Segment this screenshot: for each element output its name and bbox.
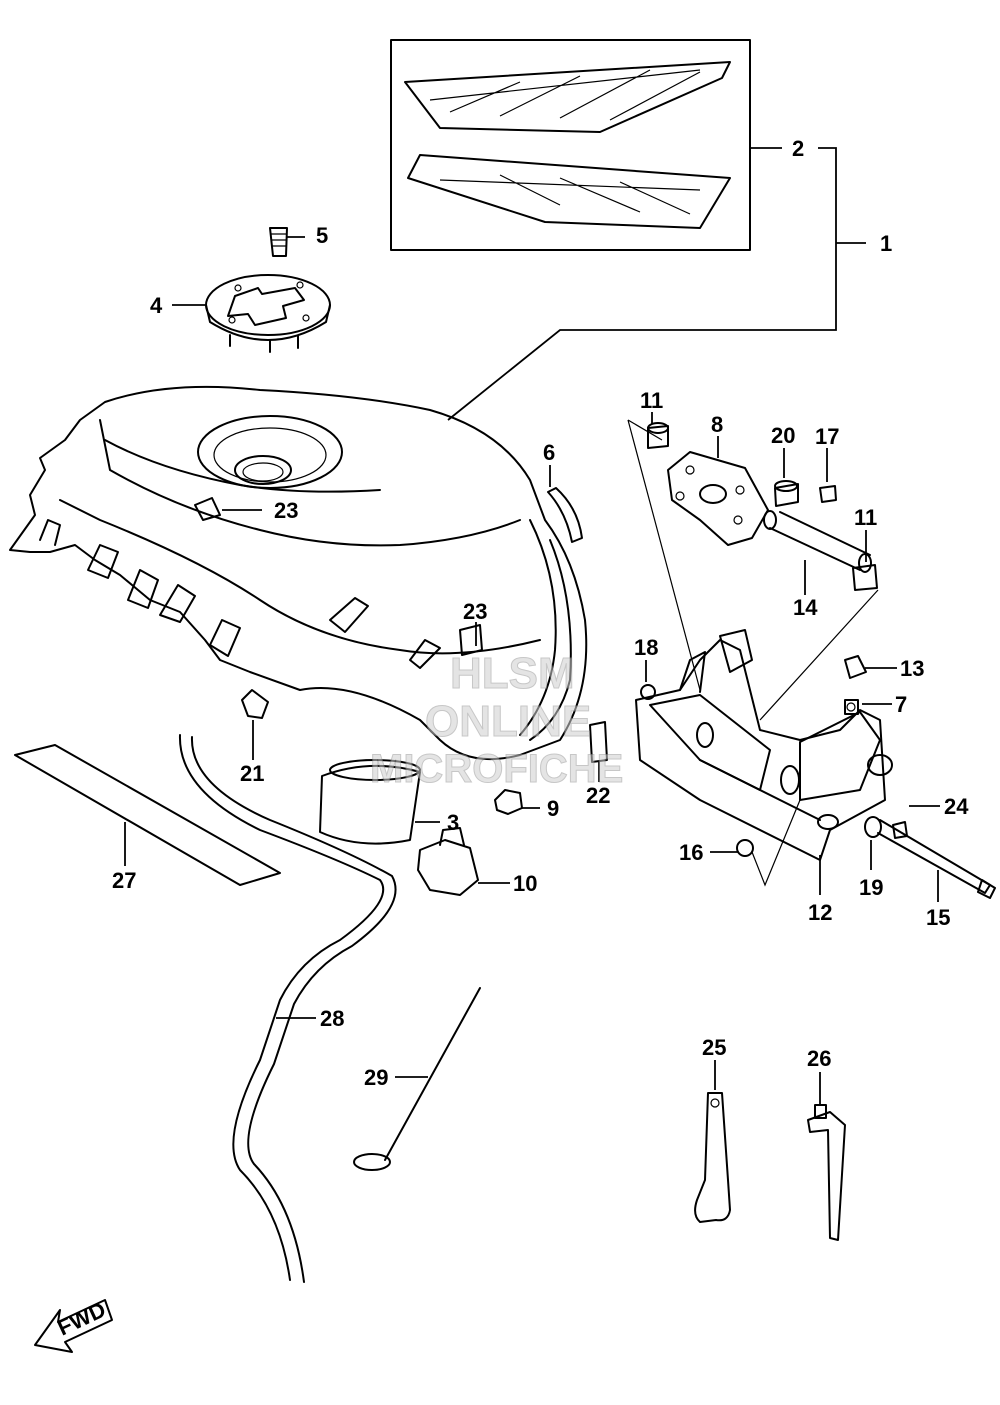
callout-15: 15 xyxy=(926,905,950,930)
callout-22: 22 xyxy=(586,783,610,808)
callout-10: 10 xyxy=(513,871,537,896)
callout-4: 4 xyxy=(150,293,163,318)
small-parts xyxy=(222,509,608,896)
part-29-rod xyxy=(353,987,481,1171)
callout-25: 25 xyxy=(702,1035,726,1060)
bracket-assembly xyxy=(627,419,996,899)
decal-set-box xyxy=(390,39,751,251)
callout-21: 21 xyxy=(240,761,264,786)
fwd-arrow: FWD xyxy=(34,1297,113,1353)
callout-23b: 23 xyxy=(463,599,487,624)
callout-26: 26 xyxy=(807,1046,831,1071)
leader-lines-1-2 xyxy=(447,147,866,421)
callout-29: 29 xyxy=(364,1065,388,1090)
part-28-hose xyxy=(178,734,397,1283)
watermark-line-1: HLSM xyxy=(450,649,575,698)
callout-13: 13 xyxy=(900,656,924,681)
leader-lines-right xyxy=(645,412,940,902)
callout-14: 14 xyxy=(793,595,818,620)
callout-1: 1 xyxy=(880,231,892,256)
callout-2: 2 xyxy=(792,136,804,161)
watermark-line-2: ONLINE xyxy=(425,697,591,746)
fuel-cap-assembly xyxy=(172,227,331,353)
callout-16: 16 xyxy=(679,840,703,865)
callout-28: 28 xyxy=(320,1006,344,1031)
callout-11b: 11 xyxy=(854,505,877,530)
callout-17: 17 xyxy=(815,424,839,449)
callout-27: 27 xyxy=(112,868,136,893)
callout-6: 6 xyxy=(543,440,555,465)
callout-7: 7 xyxy=(895,692,907,717)
fuel-tank xyxy=(9,385,588,761)
callout-8: 8 xyxy=(711,412,723,437)
callout-24: 24 xyxy=(944,794,969,819)
part-27-sheet xyxy=(14,744,281,886)
callout-9: 9 xyxy=(547,796,559,821)
callout-19: 19 xyxy=(859,875,883,900)
callout-11a: 11 xyxy=(640,388,663,413)
watermark-line-3: MICROFICHE xyxy=(370,747,623,791)
callout-18: 18 xyxy=(634,635,658,660)
part-6-strip xyxy=(547,465,583,543)
callout-23a: 23 xyxy=(274,498,298,523)
callout-3: 3 xyxy=(447,810,459,835)
callout-labels: 1 2 3 4 5 6 7 8 9 10 11 11 12 13 14 15 1… xyxy=(112,136,969,1090)
callout-5: 5 xyxy=(316,223,328,248)
callout-20: 20 xyxy=(771,423,795,448)
watermark: HLSM ONLINE MICROFICHE xyxy=(370,649,624,792)
callout-12: 12 xyxy=(808,900,832,925)
clips xyxy=(694,1060,846,1241)
